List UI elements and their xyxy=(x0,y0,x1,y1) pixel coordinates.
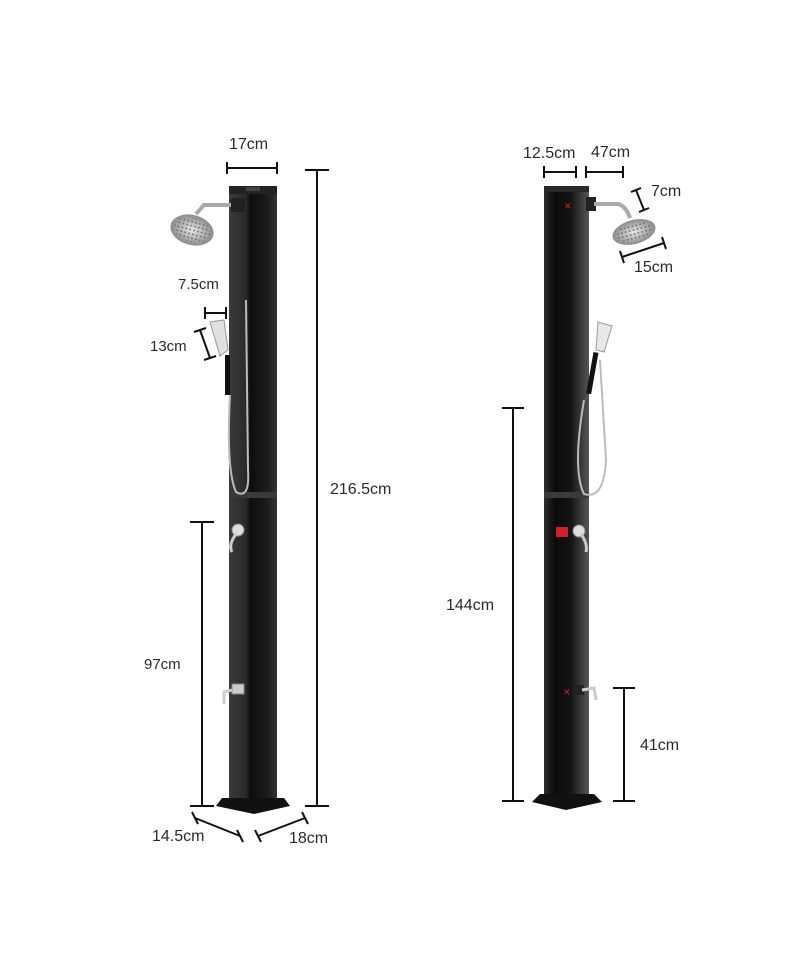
label-right-top-width: 12.5cm xyxy=(523,145,576,162)
svg-text:✕: ✕ xyxy=(563,687,571,697)
label-top-width: 17cm xyxy=(229,136,269,153)
label-handshower-offset: 7.5cm xyxy=(178,276,219,293)
label-base-depth: 14.5cm xyxy=(152,828,205,845)
label-base-width: 18cm xyxy=(289,830,329,847)
label-valve-height: 144cm xyxy=(446,597,495,614)
left-shower xyxy=(170,186,290,814)
label-foot-tap-height: 41cm xyxy=(640,737,680,754)
dimension-lines xyxy=(190,162,667,843)
label-tap-height: 97cm xyxy=(144,656,181,673)
label-handshower-length: 13cm xyxy=(150,338,187,355)
label-arm-length: 47cm xyxy=(591,144,631,161)
svg-text:✕: ✕ xyxy=(564,201,572,211)
label-head-diameter: 15cm xyxy=(634,259,674,276)
label-total-height: 216.5cm xyxy=(330,481,392,498)
right-shower: ✕ ✕ xyxy=(532,186,656,810)
label-head-height: 7cm xyxy=(651,183,682,200)
